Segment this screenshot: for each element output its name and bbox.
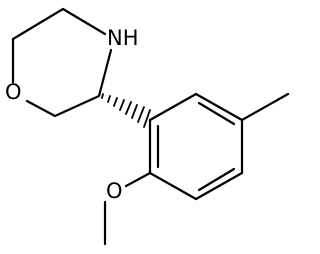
methoxy-oxygen-label: O xyxy=(106,179,123,203)
ring-double-2 xyxy=(197,167,236,192)
bond-n-c xyxy=(61,7,107,36)
structure-canvas: NH O O xyxy=(5,7,290,246)
bond-c-n xyxy=(97,48,113,98)
morpholine-ring xyxy=(11,7,113,118)
molecule-diagram: NH O O xyxy=(5,7,290,246)
bond-o-c xyxy=(25,99,57,118)
benzene-ring xyxy=(148,92,244,201)
ring-bond-2 xyxy=(194,92,244,122)
ring-bond-5 xyxy=(148,171,198,201)
methyl-bond xyxy=(240,92,290,122)
stereo-hashed-bond xyxy=(101,93,151,128)
morpholine-oxygen-label: O xyxy=(5,80,22,104)
bond-c-c-stereo xyxy=(53,94,101,118)
ring-double-1 xyxy=(197,101,236,126)
bond-c-c xyxy=(11,7,65,41)
aryl-o-bond xyxy=(124,171,152,188)
morpholine-nitrogen-label: NH xyxy=(107,26,139,50)
ring-bond-4 xyxy=(194,171,244,201)
methoxy-group xyxy=(103,171,152,246)
ring-bond-1 xyxy=(148,92,198,122)
